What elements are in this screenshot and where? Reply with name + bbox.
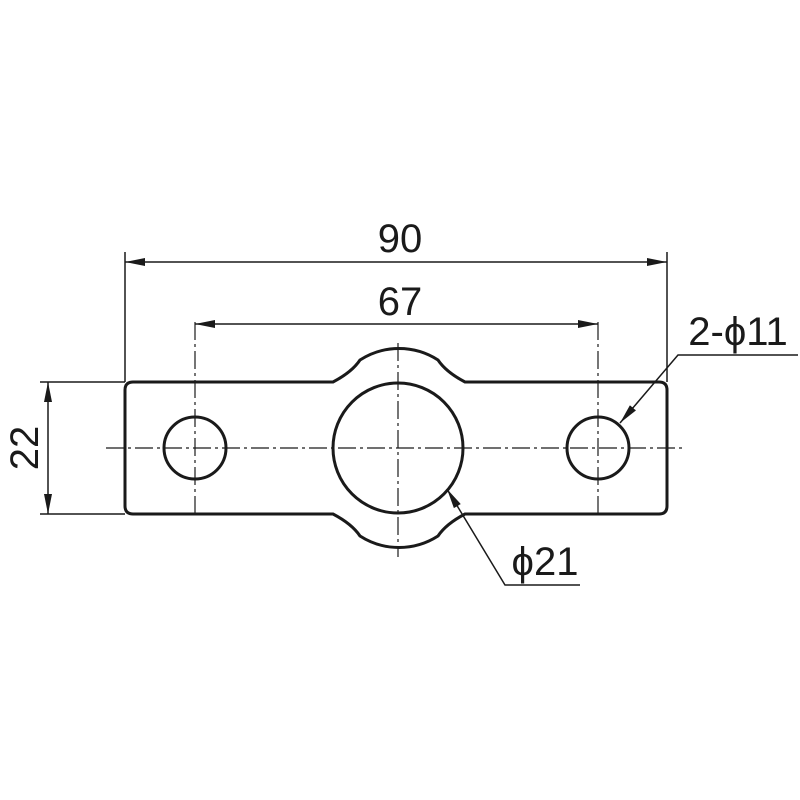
dimension-label-22: 22 bbox=[3, 426, 47, 471]
dimension-label-90: 90 bbox=[378, 217, 423, 261]
leader-line-side-holes bbox=[619, 354, 798, 424]
leader-line-center-hole bbox=[446, 488, 580, 586]
label-center-hole: ϕ21 bbox=[512, 540, 579, 584]
dimension-label-67: 67 bbox=[378, 280, 423, 324]
label-side-holes: 2-ϕ11 bbox=[688, 310, 788, 354]
